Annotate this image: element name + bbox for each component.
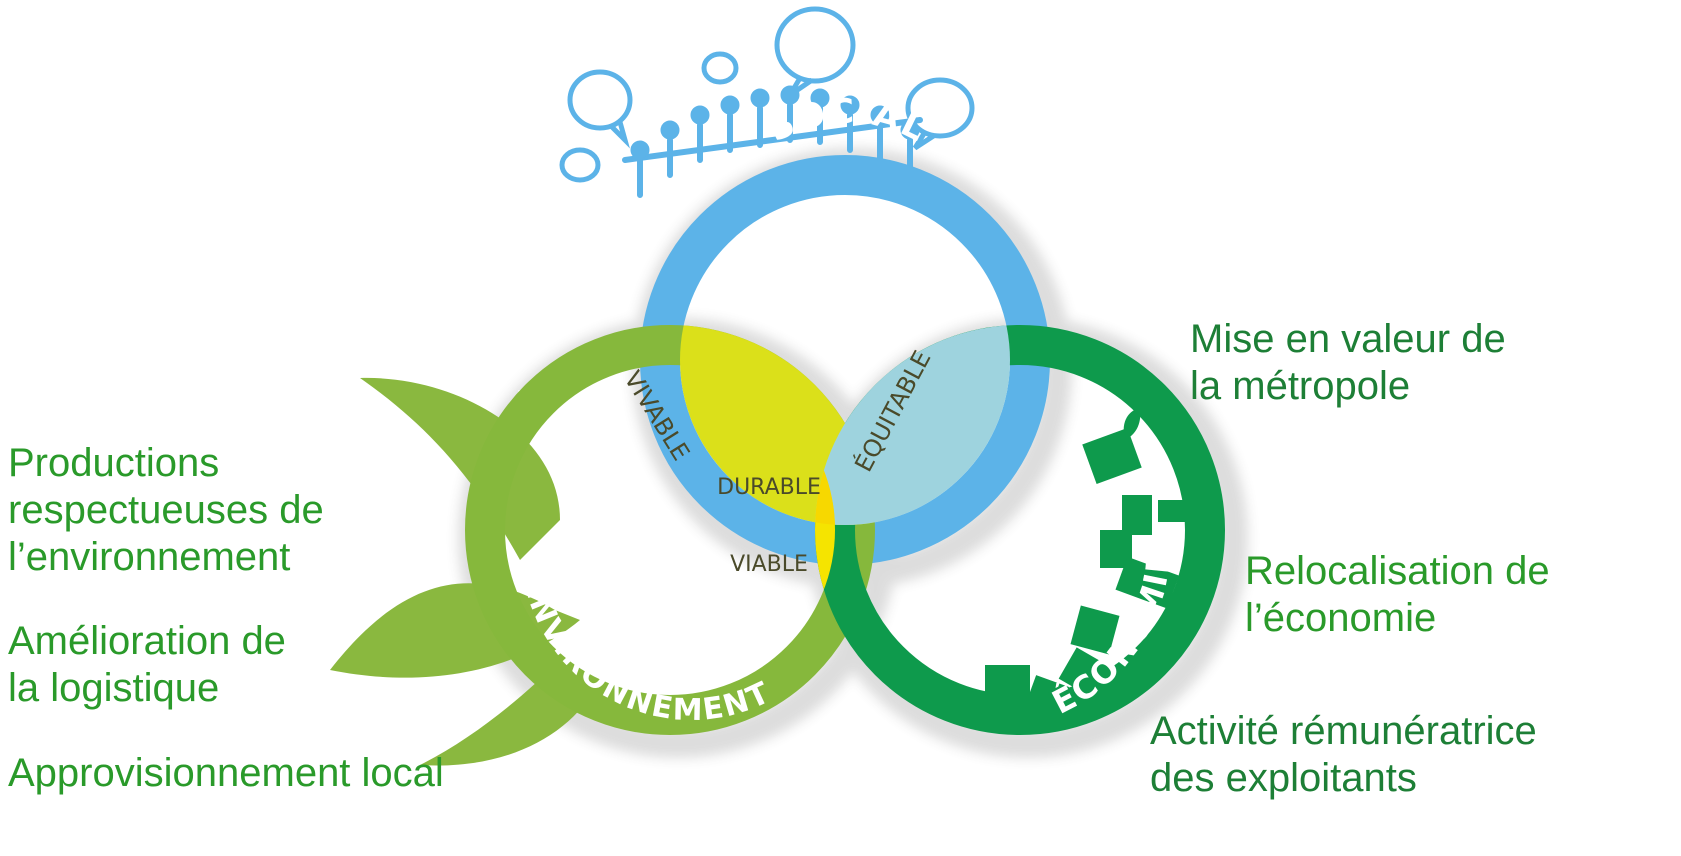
note-relocalisation: Relocalisation de l’économie bbox=[1245, 549, 1550, 640]
equitable-lens bbox=[815, 325, 1010, 525]
note-approvisionnement: Approvisionnement local bbox=[8, 751, 444, 795]
vivable-lens bbox=[680, 325, 875, 525]
viable-label: VIABLE bbox=[730, 552, 808, 577]
note-logistique: Amélioration de la logistique bbox=[8, 619, 286, 710]
speech-bubbles-icon bbox=[559, 6, 975, 183]
durable-label: DURABLE bbox=[717, 475, 821, 500]
note-productions: Productions respectueuses de l’environne… bbox=[8, 441, 324, 579]
note-activite: Activité rémunératrice des exploitants bbox=[1150, 709, 1537, 800]
note-metropole: Mise en valeur de la métropole bbox=[1190, 317, 1506, 408]
